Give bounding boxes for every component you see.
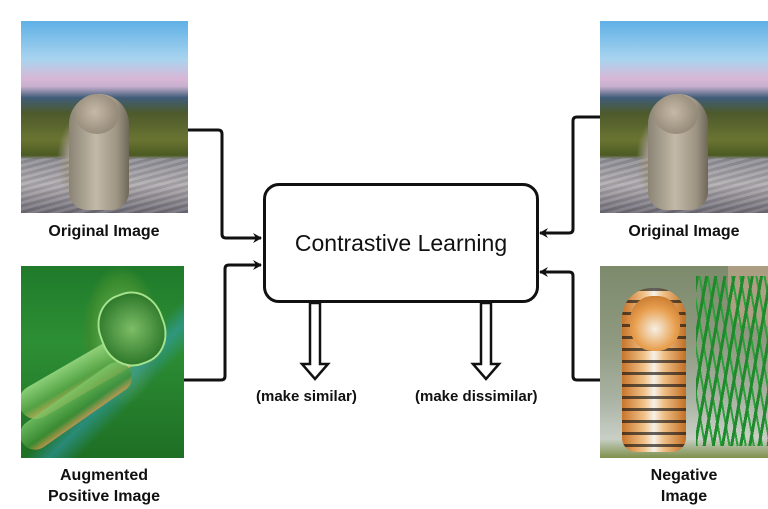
arrow-right-negative (539, 267, 600, 382)
negative-label-line1: Negative (650, 467, 718, 484)
negative-label: Negative Image (584, 465, 768, 507)
right-original-label: Original Image (628, 223, 740, 240)
arrow-right-original (539, 115, 600, 238)
negative-image (600, 266, 768, 458)
augmented-label-line1: Augmented (60, 467, 148, 484)
make-dissimilar-arrow (470, 301, 502, 381)
augmented-label: Augmented Positive Image (4, 465, 204, 507)
right-original-image (600, 21, 768, 213)
left-original-image (21, 21, 188, 213)
arrow-left-augmented (184, 260, 262, 382)
grass (696, 276, 768, 446)
left-original-label: Original Image (48, 223, 160, 240)
contrastive-learning-box: Contrastive Learning (263, 183, 539, 303)
augmented-positive-image (21, 266, 184, 458)
monkey-head (654, 94, 698, 134)
monkey-head (75, 94, 119, 134)
make-similar-arrow (299, 301, 331, 381)
contrastive-learning-label: Contrastive Learning (294, 229, 508, 256)
negative-label-line2: Image (660, 488, 708, 505)
tiger-face (630, 296, 680, 351)
arrow-left-original (188, 128, 262, 243)
make-similar-label: (make similar) (256, 388, 357, 405)
make-dissimilar-label: (make dissimilar) (415, 388, 538, 405)
augmented-label-line2: Positive Image (47, 488, 161, 505)
